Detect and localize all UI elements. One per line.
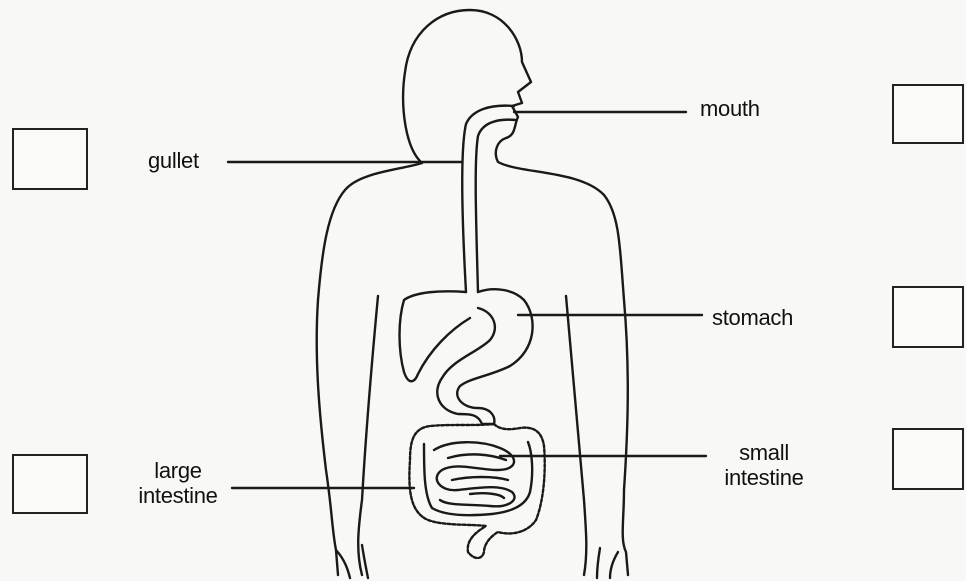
small-intestine-answer-box[interactable] (892, 428, 964, 490)
small-intestine-label-line1: small (704, 440, 824, 465)
right-hand (597, 548, 618, 578)
large-intestine-label-line1: large (118, 458, 238, 483)
gullet-label: gullet (148, 148, 199, 173)
mouth-label: mouth (700, 96, 760, 121)
large-intestine-label-line2: intestine (118, 483, 238, 508)
mouth-answer-box[interactable] (892, 84, 964, 144)
stomach-answer-box[interactable] (892, 286, 964, 348)
small-intestine-label: small intestine (704, 440, 824, 490)
stomach-shape (437, 289, 532, 424)
body-outline-left (317, 163, 422, 575)
liver (400, 291, 471, 381)
small-intestine-coils (434, 442, 515, 506)
stomach-label: stomach (712, 305, 793, 330)
left-arm-inner (358, 296, 378, 575)
large-intestine-label: large intestine (118, 458, 238, 508)
right-arm-inner (566, 296, 586, 575)
large-intestine-answer-box[interactable] (12, 454, 88, 514)
gullet-answer-box[interactable] (12, 128, 88, 190)
small-intestine-label-line2: intestine (704, 465, 824, 490)
gullet-tube-right (476, 120, 516, 292)
left-hand (336, 545, 368, 578)
large-intestine-shape (409, 424, 544, 558)
gullet-tube-left (462, 106, 514, 292)
